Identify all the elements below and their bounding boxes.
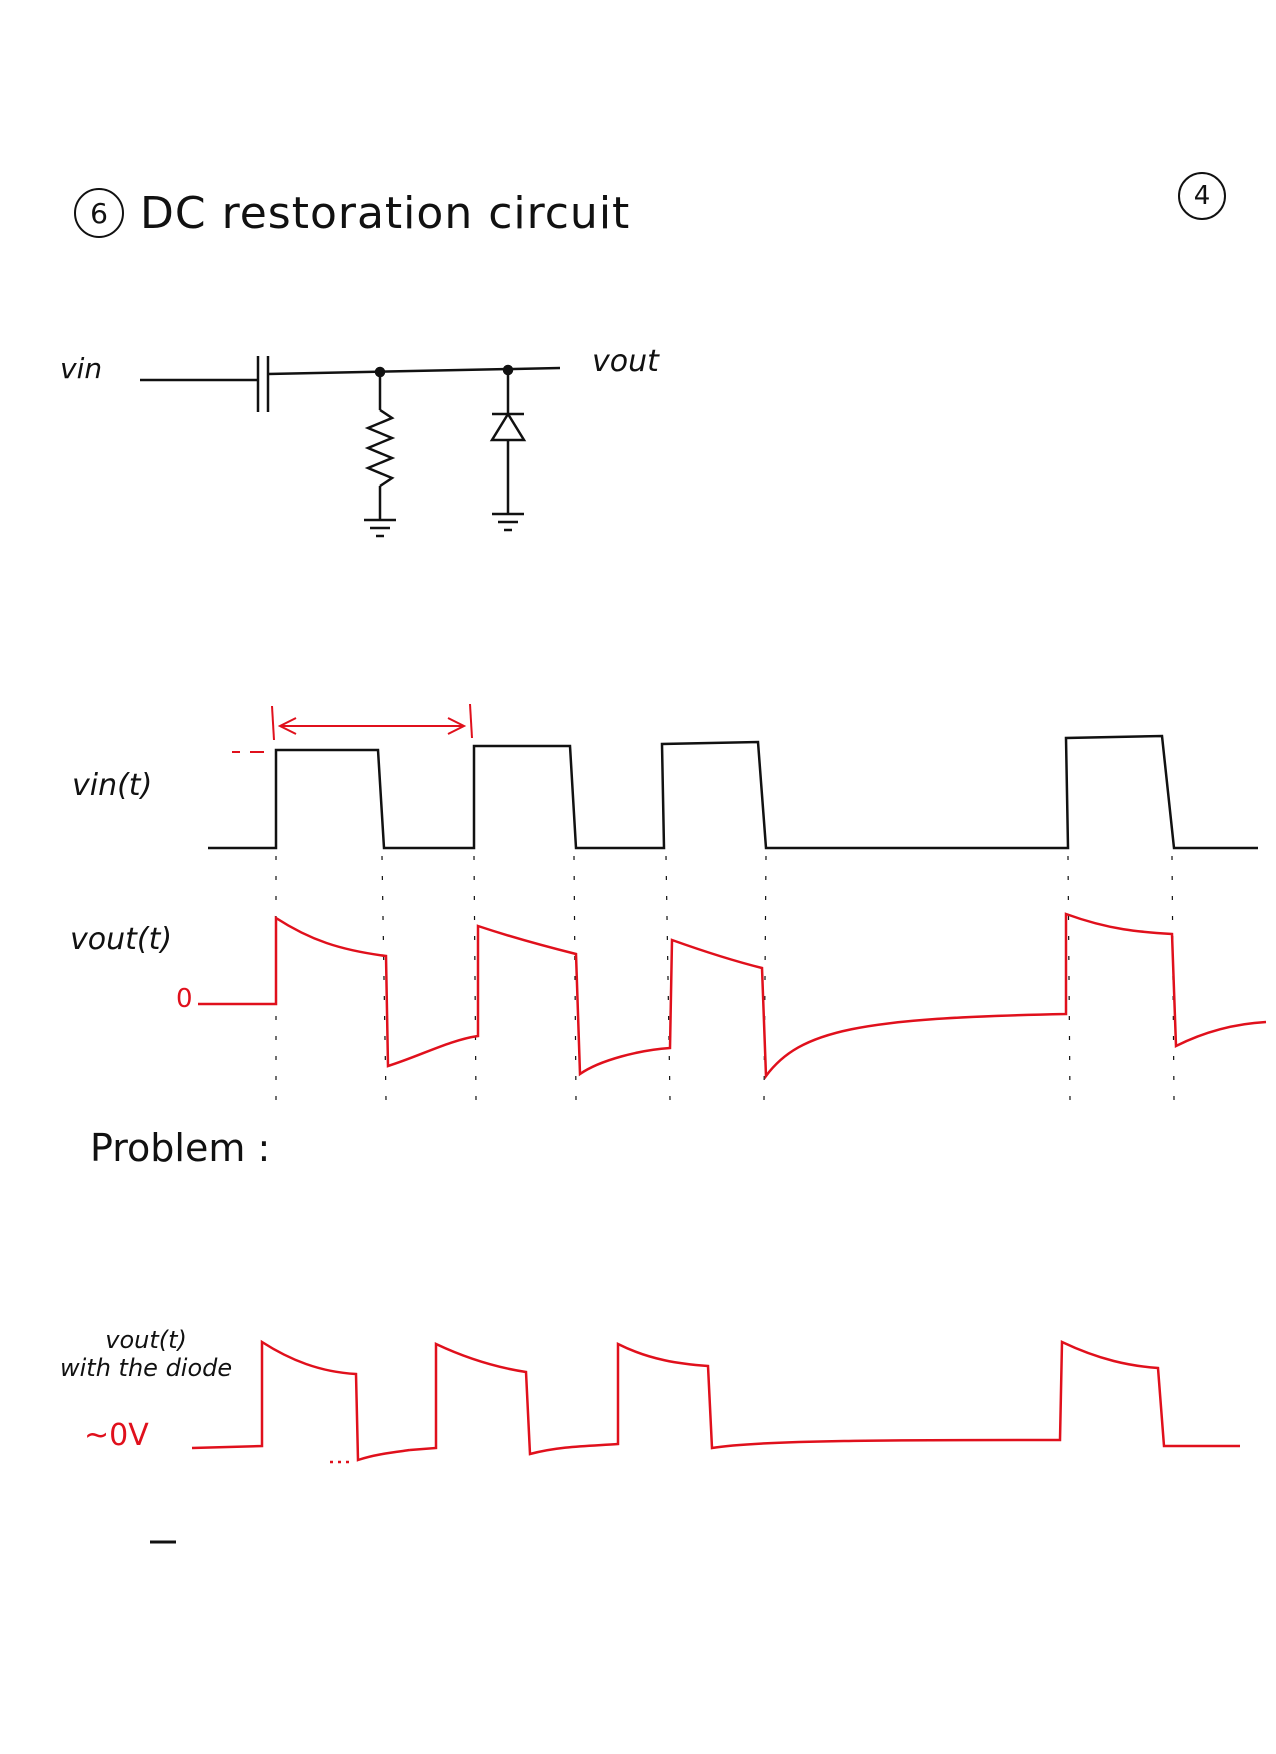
circuit-schematic: [140, 356, 561, 538]
zero-level-label: 0: [176, 984, 193, 1014]
page-number: 4: [1178, 172, 1226, 220]
diode-triangle: [489, 411, 527, 442]
zero-volt-label: ~0V: [84, 1418, 149, 1453]
page-title: DC restoration circuit: [140, 188, 631, 239]
vout-diode-label: vout(t) with the diode: [60, 1326, 232, 1382]
problem-heading: Problem :: [90, 1126, 271, 1170]
vout-waveform: [198, 912, 1267, 1080]
section-number-badge: 6: [74, 188, 124, 238]
resistor-zigzag: [364, 408, 396, 488]
output-wire: [267, 366, 561, 376]
vout-diode-label-line2: with the diode: [60, 1354, 233, 1382]
vout-diode-label-line1: vout(t): [105, 1326, 187, 1354]
period-arrow: [232, 703, 473, 753]
vout-waveform-label: vout(t): [70, 922, 173, 957]
vin-waveform-label: vin(t): [72, 768, 153, 803]
circuit-input-label: vin: [60, 352, 103, 385]
circuit-output-label: vout: [592, 344, 659, 379]
alignment-guides: [275, 855, 1175, 1101]
vin-waveform: [208, 734, 1258, 850]
vout-diode-waveform: [191, 1339, 1240, 1464]
